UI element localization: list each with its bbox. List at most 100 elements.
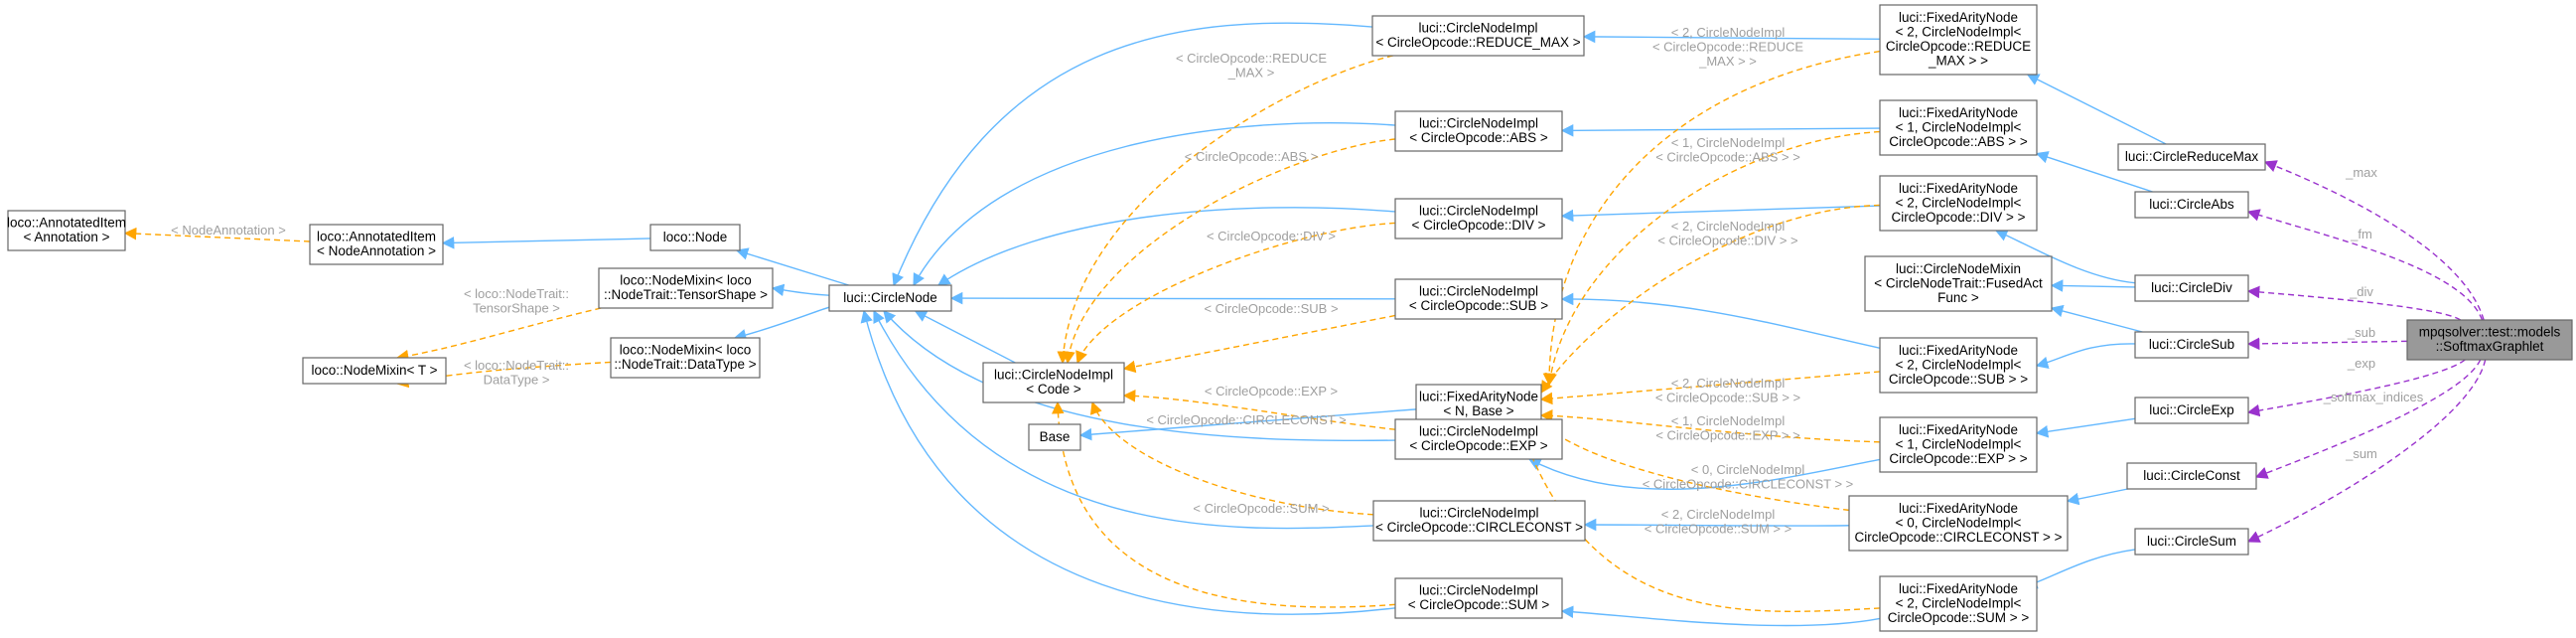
class-name-line: luci::FixedArityNode: [1899, 422, 2018, 437]
class-node-loco-node[interactable]: loco::Node: [649, 224, 741, 251]
class-name-line: CircleOpcode::DIV > >: [1891, 210, 2025, 225]
class-name-line: luci::CircleNodeImpl: [1419, 284, 1538, 299]
edge-label-impl-sum-to-impl-code: < CircleOpcode::SUM >: [1193, 501, 1329, 516]
class-node-fix-sum[interactable]: luci::FixedArityNode< 2, CircleNodeImpl<…: [1879, 575, 2038, 632]
class-box: [1394, 418, 1563, 460]
template-edge-fix-const-to-fixed-n: [1540, 421, 1850, 512]
class-node-c-abs[interactable]: luci::CircleAbs: [2134, 191, 2249, 219]
class-name-line: Func >: [1937, 290, 1979, 305]
class-box: [1864, 255, 2053, 312]
inherit-edge-c-rmax-to-fix-rmax: [2026, 74, 2167, 145]
class-node-impl-abs[interactable]: luci::CircleNodeImpl< CircleOpcode::ABS …: [1394, 110, 1563, 152]
inherit-edge-fix-abs-to-impl-abs: [1560, 124, 1881, 137]
class-name-line: luci::CircleNodeImpl: [1419, 204, 1538, 219]
edge-label-target-to-c-div: _div: [2349, 284, 2373, 299]
class-name-line: ::NodeTrait::DataType >: [614, 357, 756, 372]
class-node-target[interactable]: mpqsolver::test::models::SoftmaxGraphlet: [2406, 319, 2573, 361]
class-node-base[interactable]: Base: [1028, 423, 1081, 451]
class-name-line: ::SoftmaxGraphlet: [2436, 339, 2544, 354]
class-name-line: CircleOpcode::SUM > >: [1888, 610, 2030, 625]
class-node-fix-abs[interactable]: luci::FixedArityNode< 1, CircleNodeImpl<…: [1879, 99, 2038, 156]
class-name-line: Base: [1040, 429, 1071, 444]
inherit-edge-impl-abs-to-circle-node: [913, 122, 1396, 287]
edge-label-target-to-c-const: _softmax_indices: [2323, 390, 2424, 404]
class-node-impl-const[interactable]: luci::CircleNodeImpl< CircleOpcode::CIRC…: [1372, 500, 1586, 542]
class-node-impl-code[interactable]: luci::CircleNodeImpl< Code >: [982, 362, 1125, 403]
class-node-fused-mixin[interactable]: luci::CircleNodeMixin< CircleNodeTrait::…: [1864, 255, 2053, 312]
class-name-line: < CircleOpcode::REDUCE_MAX >: [1375, 35, 1580, 50]
class-node-c-sum[interactable]: luci::CircleSum: [2134, 528, 2249, 556]
class-node-node-mixin-t[interactable]: loco::NodeMixin< T >: [302, 357, 447, 385]
inherit-edge-circle-node-to-node-mixin-dt: [733, 306, 830, 342]
class-name-line: < Annotation >: [23, 230, 109, 244]
class-node-fix-rmax[interactable]: luci::FixedArityNode< 2, CircleNodeImpl<…: [1879, 4, 2038, 76]
class-name-line: < CircleOpcode::DIV >: [1411, 218, 1545, 233]
class-box: [1879, 175, 2038, 232]
class-node-c-exp[interactable]: luci::CircleExp: [2134, 397, 2249, 424]
class-box: [1415, 384, 1542, 425]
class-node-c-rmax[interactable]: luci::CircleReduceMax: [2117, 143, 2266, 171]
class-name-line: luci::CircleNodeMixin: [1896, 261, 2021, 276]
template-edge-fix-sub-to-fixed-n: [1539, 371, 1881, 405]
class-name-line: luci::FixedArityNode: [1899, 343, 2018, 358]
class-name-line: luci::CircleNode: [843, 290, 937, 305]
class-node-node-mixin-ts[interactable]: loco::NodeMixin< loco::NodeTrait::Tensor…: [598, 267, 774, 309]
class-node-circle-node[interactable]: luci::CircleNode: [828, 284, 952, 312]
class-node-impl-sum[interactable]: luci::CircleNodeImpl< CircleOpcode::SUM …: [1394, 577, 1563, 619]
class-box: [1879, 416, 2038, 473]
class-name-line: luci::CircleExp: [2149, 402, 2234, 417]
class-name-line: CircleOpcode::CIRCLECONST > >: [1854, 530, 2062, 545]
inherit-edge-fix-sub-to-impl-sub: [1560, 292, 1881, 349]
class-node-fixed-n[interactable]: luci::FixedArityNode< N, Base >: [1415, 384, 1542, 425]
class-node-node-mixin-dt[interactable]: loco::NodeMixin< loco::NodeTrait::DataTy…: [610, 337, 761, 379]
class-node-impl-rmax[interactable]: luci::CircleNodeImpl< CircleOpcode::REDU…: [1371, 15, 1585, 57]
class-box: [2406, 319, 2573, 361]
class-node-fix-sub[interactable]: luci::FixedArityNode< 2, CircleNodeImpl<…: [1879, 337, 2038, 394]
class-name-line: CircleOpcode::SUB > >: [1889, 372, 2028, 387]
class-node-ann-item-na[interactable]: loco::AnnotatedItem< NodeAnnotation >: [309, 224, 444, 265]
class-node-c-const[interactable]: luci::CircleConst: [2126, 462, 2257, 490]
edge-labels-layer: < NodeAnnotation >< loco::NodeTrait::Ten…: [171, 25, 2424, 537]
inherit-edge-impl-const-to-circle-node: [873, 309, 1374, 530]
class-node-ann-item[interactable]: loco::AnnotatedItem< Annotation >: [7, 210, 126, 251]
class-node-fix-const[interactable]: luci::FixedArityNode< 0, CircleNodeImpl<…: [1848, 495, 2069, 552]
edge-label-impl-abs-to-impl-code: < CircleOpcode::ABS >: [1185, 149, 1318, 164]
template-edge-fix-abs-to-fixed-n: [1544, 130, 1881, 387]
class-node-fix-exp[interactable]: luci::FixedArityNode< 1, CircleNodeImpl<…: [1879, 416, 2038, 473]
class-box: [1394, 278, 1563, 320]
class-box: [2134, 331, 2249, 359]
class-node-impl-sub[interactable]: luci::CircleNodeImpl< CircleOpcode::SUB …: [1394, 278, 1563, 320]
class-name-line: < CircleOpcode::CIRCLECONST >: [1375, 520, 1583, 535]
inherit-edge-circle-node-to-node-mixin-ts: [771, 283, 830, 297]
inherit-edge-c-sub-to-fused-mixin: [2050, 304, 2143, 333]
template-edge-impl-div-to-impl-code: [1075, 222, 1396, 365]
class-name-line: < 1, CircleNodeImpl<: [1896, 436, 2022, 451]
class-box: [1879, 4, 2038, 76]
member-edge-target-to-c-abs: [2246, 209, 2484, 321]
class-name-line: luci::CircleSum: [2147, 534, 2236, 549]
class-name-line: luci::CircleNodeImpl: [1419, 116, 1538, 131]
class-node-c-div[interactable]: luci::CircleDiv: [2134, 274, 2249, 302]
edge-label-fix-abs-to-fixed-n: < 1, CircleNodeImpl< CircleOpcode::ABS >…: [1655, 135, 1800, 165]
class-node-impl-exp[interactable]: luci::CircleNodeImpl< CircleOpcode::EXP …: [1394, 418, 1563, 460]
class-name-line: loco::AnnotatedItem: [317, 230, 436, 244]
class-box: [1371, 15, 1585, 57]
class-name-line: luci::CircleNodeImpl: [1419, 424, 1538, 439]
template-edge-ann-item-na-to-ann-item: [123, 227, 311, 242]
member-edge-target-to-c-sum: [2246, 359, 2487, 543]
class-box: [2126, 462, 2257, 490]
class-node-fix-div[interactable]: luci::FixedArityNode< 2, CircleNodeImpl<…: [1879, 175, 2038, 232]
class-box: [2134, 191, 2249, 219]
class-box: [309, 224, 444, 265]
class-name-line: luci::CircleConst: [2143, 468, 2240, 483]
class-box: [2117, 143, 2266, 171]
class-box: [828, 284, 952, 312]
template-edge-impl-exp-to-impl-code: [1122, 390, 1396, 430]
class-node-c-sub[interactable]: luci::CircleSub: [2134, 331, 2249, 359]
class-node-impl-div[interactable]: luci::CircleNodeImpl< CircleOpcode::DIV …: [1394, 198, 1563, 239]
class-box: [1879, 99, 2038, 156]
class-name-line: luci::CircleReduceMax: [2125, 149, 2259, 164]
class-box: [2134, 397, 2249, 424]
class-name-line: CircleOpcode::EXP > >: [1889, 451, 2027, 466]
class-name-line: luci::CircleNodeImpl: [1419, 506, 1538, 521]
